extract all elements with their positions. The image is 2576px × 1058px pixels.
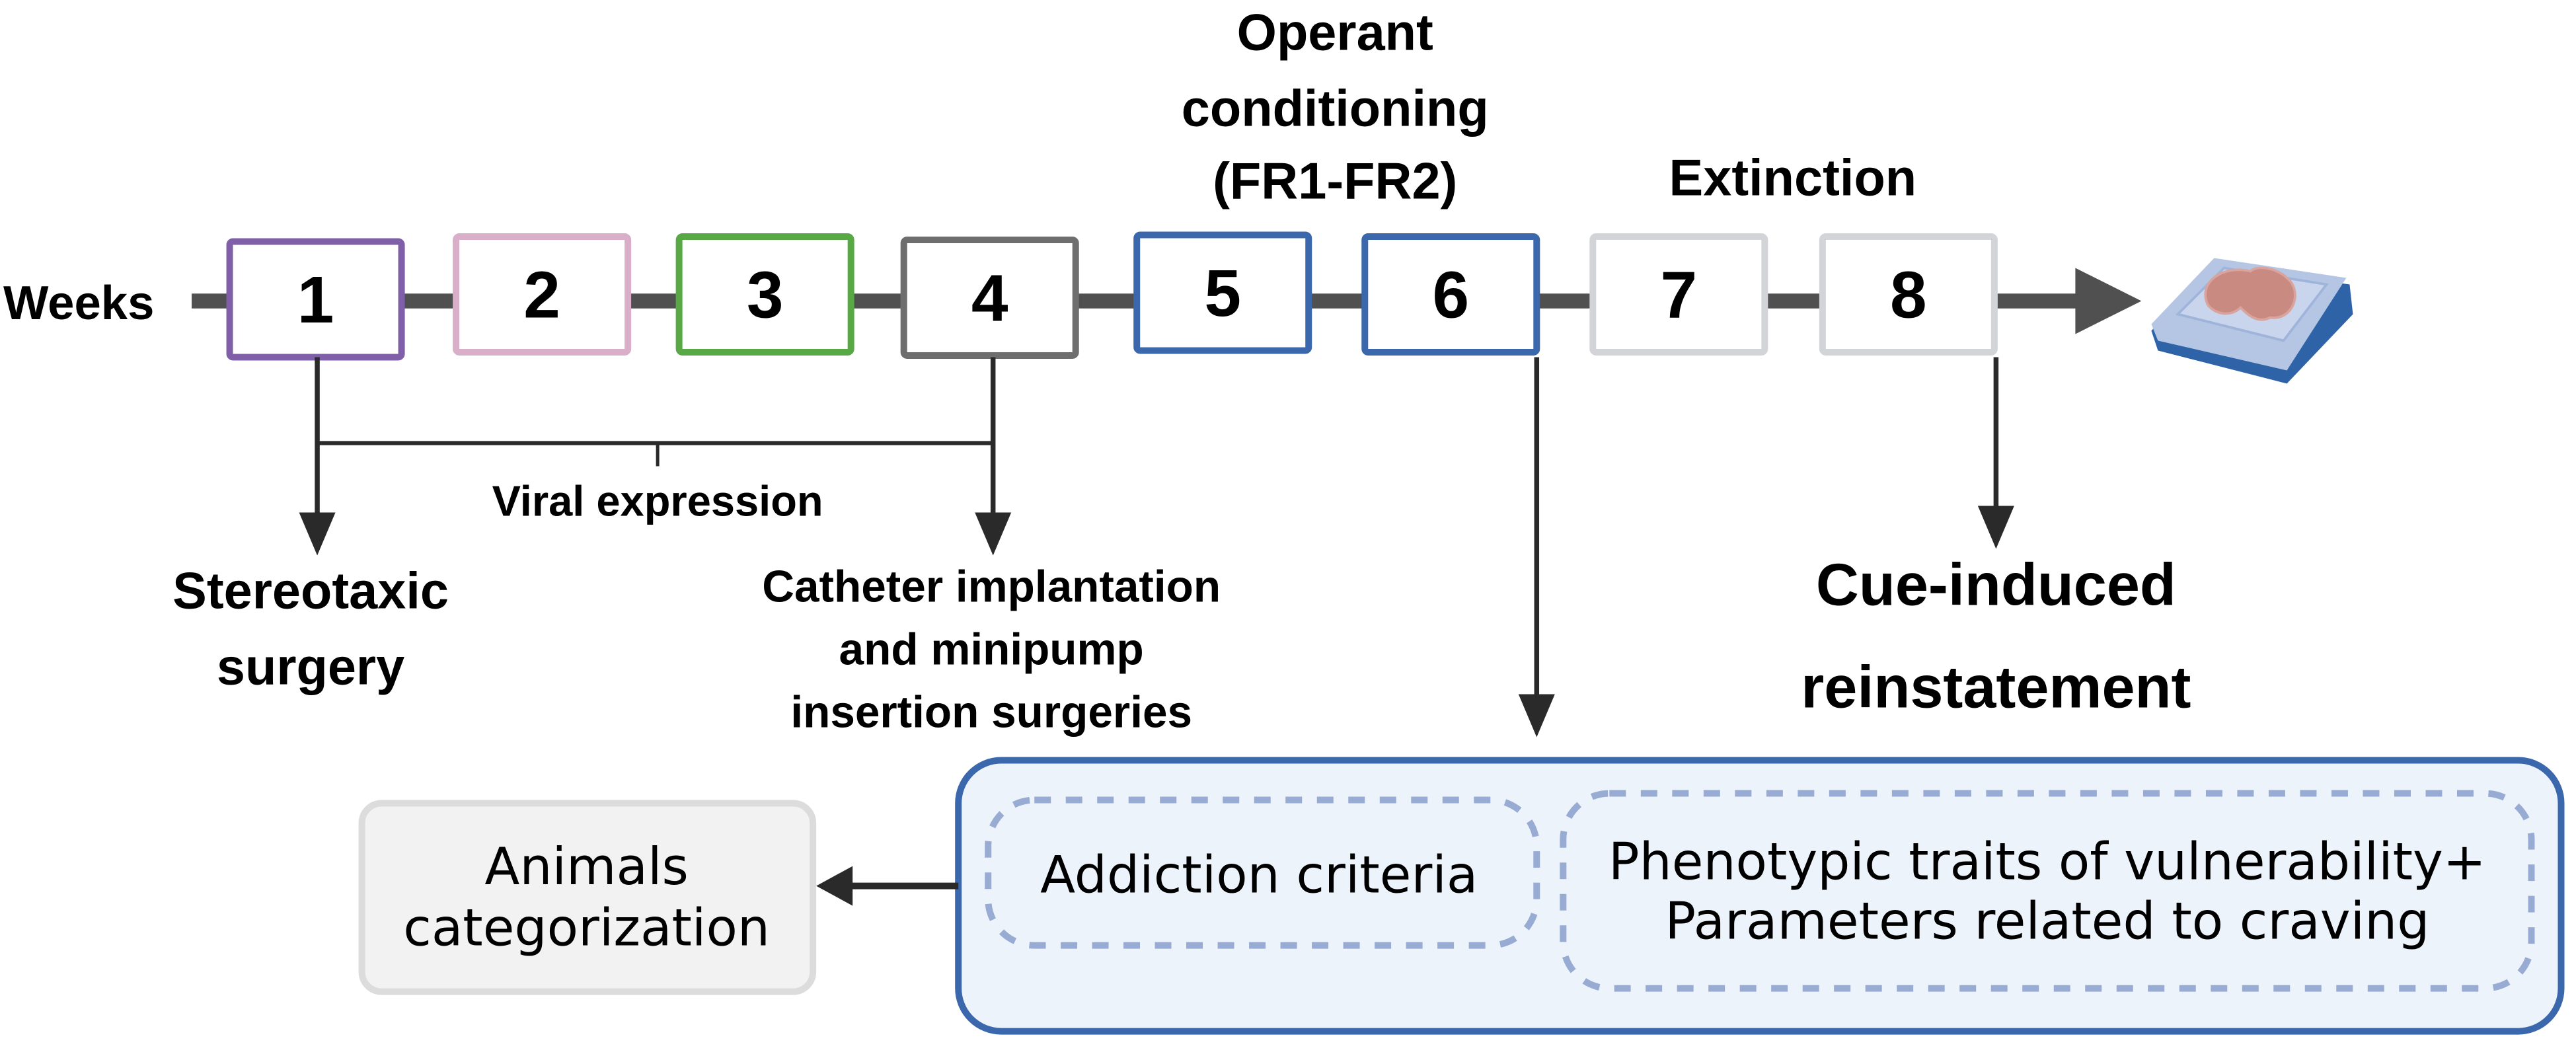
week-box-7 [1589,233,1768,356]
week-box-5 [1133,231,1312,354]
stereotaxic-label-line2: surgery [217,639,404,696]
animals-categorization-box [358,800,817,995]
operant-label-line2: conditioning [1182,80,1489,137]
week-box-2 [453,233,632,356]
stereotaxic-arrowhead-icon [299,512,336,556]
weeks-label: Weeks [3,276,154,330]
week-number-4: 4 [971,261,1008,335]
addiction-criteria-box [985,796,1540,949]
extinction-label: Extinction [1669,149,1917,206]
catheter-label-line1: Catheter implantation [762,562,1221,612]
week-number-3: 3 [747,258,784,332]
categorization-label-line1: Animals [484,837,689,897]
categorization-label-line2: categorization [403,899,770,958]
week-number-8: 8 [1890,258,1927,332]
categorization-arrowhead-icon [816,866,853,906]
week-number-5: 5 [1204,256,1241,330]
week-box-8 [1819,233,1998,356]
catheter-label-line3: insertion surgeries [790,688,1192,737]
phenotypic-traits-line1: Phenotypic traits of vulnerability+ [1609,833,2486,892]
stereotaxic-label-line1: Stereotaxic [172,563,449,620]
brain-slice-on-slide-icon [2151,258,2353,384]
catheter-arrowhead-icon [975,512,1012,556]
viral-expression-label: Viral expression [492,476,823,525]
reinstatement-label-line1: Cue-induced [1816,552,2176,619]
outcome-panel [955,757,2565,1035]
week6-arrowhead-icon [1518,694,1555,737]
week-box-4 [900,236,1079,359]
reinstatement-label-line2: reinstatement [1801,655,2191,721]
week-number-7: 7 [1661,258,1698,332]
timeline-arrowhead-icon [2075,268,2142,334]
week-number-1: 1 [297,263,334,337]
phenotypic-traits-line2: Parameters related to craving [1665,892,2429,952]
week-box-6 [1361,233,1540,356]
operant-label-line1: Operant [1237,4,1433,61]
week-number-6: 6 [1432,258,1469,332]
addiction-criteria-label: Addiction criteria [1040,846,1478,905]
reinstatement-arrowhead-icon [1977,506,2014,549]
catheter-label-line2: and minipump [839,625,1144,675]
week-box-3 [675,233,854,356]
week-boxes: 1 2 3 4 5 6 7 8 [226,231,1998,361]
week-number-2: 2 [523,258,560,332]
operant-label-line3: (FR1-FR2) [1213,153,1457,209]
